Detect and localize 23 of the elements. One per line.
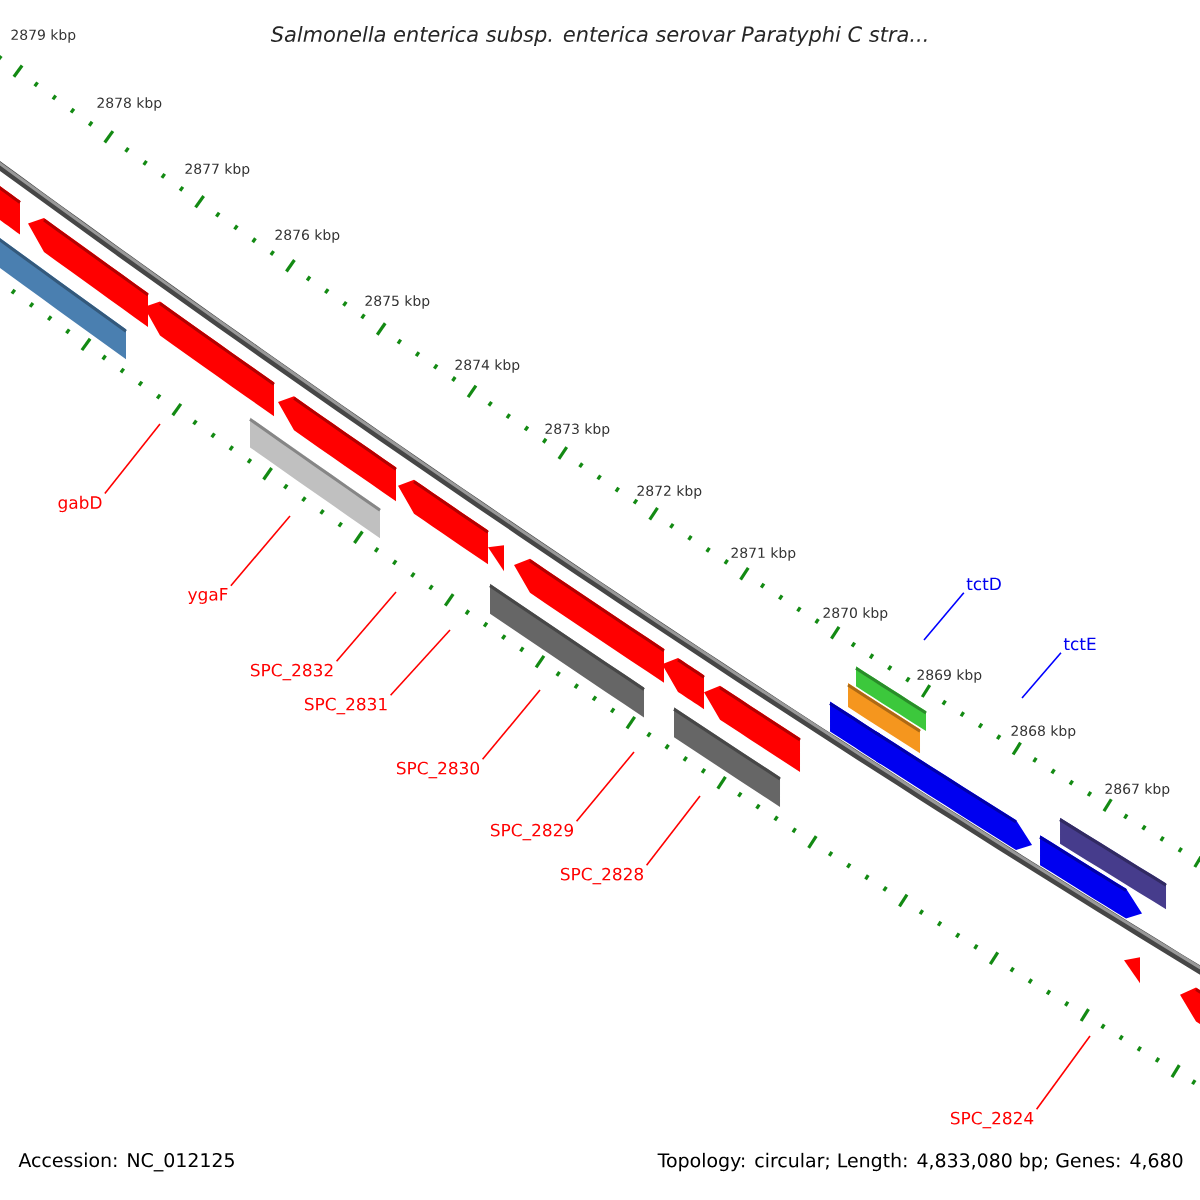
footer-text: Topology: circular; Length: 4,833,080 bp; Genes: 4,680 <box>657 1152 1183 1172</box>
leader-line <box>335 591 397 663</box>
leader-line <box>104 423 161 495</box>
leader-line <box>1021 651 1062 699</box>
leader-line <box>923 591 965 641</box>
gene-label: tctE <box>1063 637 1096 651</box>
leader-line <box>230 515 291 587</box>
gene-label: SPC_2828 <box>560 867 644 885</box>
gene-label: SPC_2832 <box>250 663 333 681</box>
gene-label: ygaF <box>188 588 228 604</box>
leader-line <box>645 795 701 867</box>
leader-line <box>575 751 635 823</box>
title: Salmonella enterica subsp. enterica serovar Paratyphi C stra... <box>270 25 927 47</box>
gene-label: gabD <box>58 495 102 513</box>
leader-line <box>389 629 451 697</box>
gene-label: SPC_2831 <box>304 697 387 715</box>
gene-label: SPC_2824 <box>950 1111 1034 1129</box>
gene-label: SPC_2829 <box>490 823 573 841</box>
gene-label: tctD <box>966 577 1001 591</box>
leader-line <box>1035 1035 1091 1111</box>
leader-line <box>481 689 541 761</box>
footer-text: Accession: NC_012125 <box>18 1152 234 1172</box>
gene-label: SPC_2830 <box>396 761 480 779</box>
